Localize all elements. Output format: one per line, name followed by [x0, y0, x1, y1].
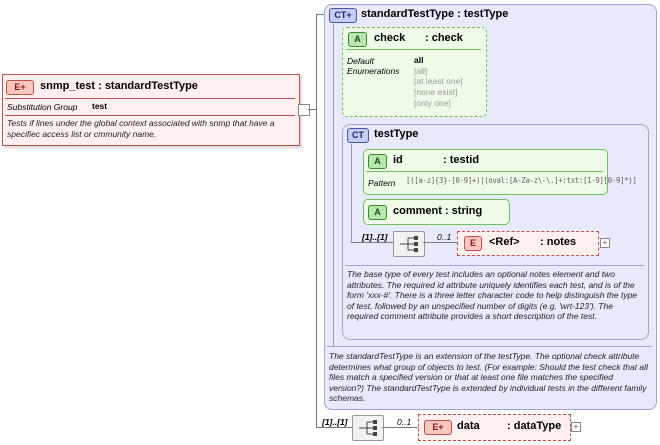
attribute-badge-icon: A: [368, 154, 387, 169]
data-element-type: : dataType: [507, 420, 562, 432]
connector-line: [316, 14, 324, 15]
id-attribute-box[interactable]: [363, 149, 608, 195]
complex-type-badge-icon: CT: [347, 128, 369, 143]
divider: [5, 98, 295, 99]
root-element-doc: Tests if lines under the global context …: [7, 118, 275, 139]
connector-line: [351, 242, 393, 243]
sequence-compositor-icon[interactable]: [352, 415, 384, 441]
pattern-value: [([a-z]{3}-[0-9]+)|(oval:[A-Za-z\-\.]+:t…: [406, 176, 637, 185]
check-attribute-type: : check: [425, 32, 463, 44]
expand-plus-icon[interactable]: +: [600, 238, 610, 248]
divider: [366, 171, 603, 172]
element-badge-icon: E+: [6, 80, 34, 95]
enum-value: [none exist]: [414, 87, 458, 97]
divider: [345, 265, 644, 266]
complex-type-doc: The standardTestType is an extension of …: [329, 351, 648, 403]
complex-type-badge-icon: CT+: [329, 8, 357, 23]
subst-group-value: test: [92, 101, 108, 111]
connector-line: [316, 14, 317, 427]
default-label: Default: [347, 56, 374, 66]
test-type-name: testType: [374, 128, 419, 140]
data-element-name: data: [457, 420, 480, 432]
sequence-occurs: [1]..[1]: [362, 232, 388, 242]
complex-type-name: standardTestType : testType: [361, 8, 509, 20]
id-attribute-type: : testid: [443, 154, 480, 166]
attribute-badge-icon: A: [348, 32, 367, 47]
ref-occurs: 0..1: [437, 232, 452, 242]
comment-attribute-name: comment : string: [393, 205, 483, 217]
ref-label: <Ref>: [489, 236, 520, 248]
default-value: all: [414, 55, 424, 65]
root-element-box[interactable]: [2, 74, 300, 146]
connector-line: [308, 109, 316, 110]
enum-value: [at least one]: [414, 76, 463, 86]
attribute-badge-icon: A: [368, 205, 387, 220]
comment-attribute-box[interactable]: [363, 199, 510, 225]
sequence-compositor-icon[interactable]: [393, 231, 425, 257]
ref-name: : notes: [540, 236, 577, 248]
divider: [346, 49, 481, 50]
enum-value: [only one]: [414, 98, 451, 108]
ref-occurs: 0..1: [397, 417, 412, 427]
divider: [327, 346, 652, 347]
id-attribute-name: id: [393, 154, 403, 166]
enumerations-label: Enumerations: [347, 66, 400, 76]
pattern-label: Pattern: [368, 178, 396, 188]
element-badge-icon: E: [464, 236, 482, 251]
connector-line: [382, 427, 418, 428]
connector-line: [333, 24, 334, 346]
check-attribute-name: check: [374, 32, 406, 44]
element-badge-icon: E+: [424, 420, 452, 435]
connector-line: [423, 242, 457, 243]
connector-line: [316, 427, 352, 428]
subst-group-label: Substitution Group: [7, 102, 78, 112]
test-type-doc: The base type of every test includes an …: [347, 269, 638, 321]
divider: [5, 115, 295, 116]
connector-line: [351, 144, 352, 242]
enum-value: [all]: [414, 66, 428, 76]
root-element-name: snmp_test : standardTestType: [40, 80, 198, 92]
sequence-connector-icon[interactable]: [298, 104, 310, 116]
expand-plus-icon[interactable]: +: [571, 422, 581, 432]
sequence-occurs: [1]..[1]: [322, 417, 348, 427]
